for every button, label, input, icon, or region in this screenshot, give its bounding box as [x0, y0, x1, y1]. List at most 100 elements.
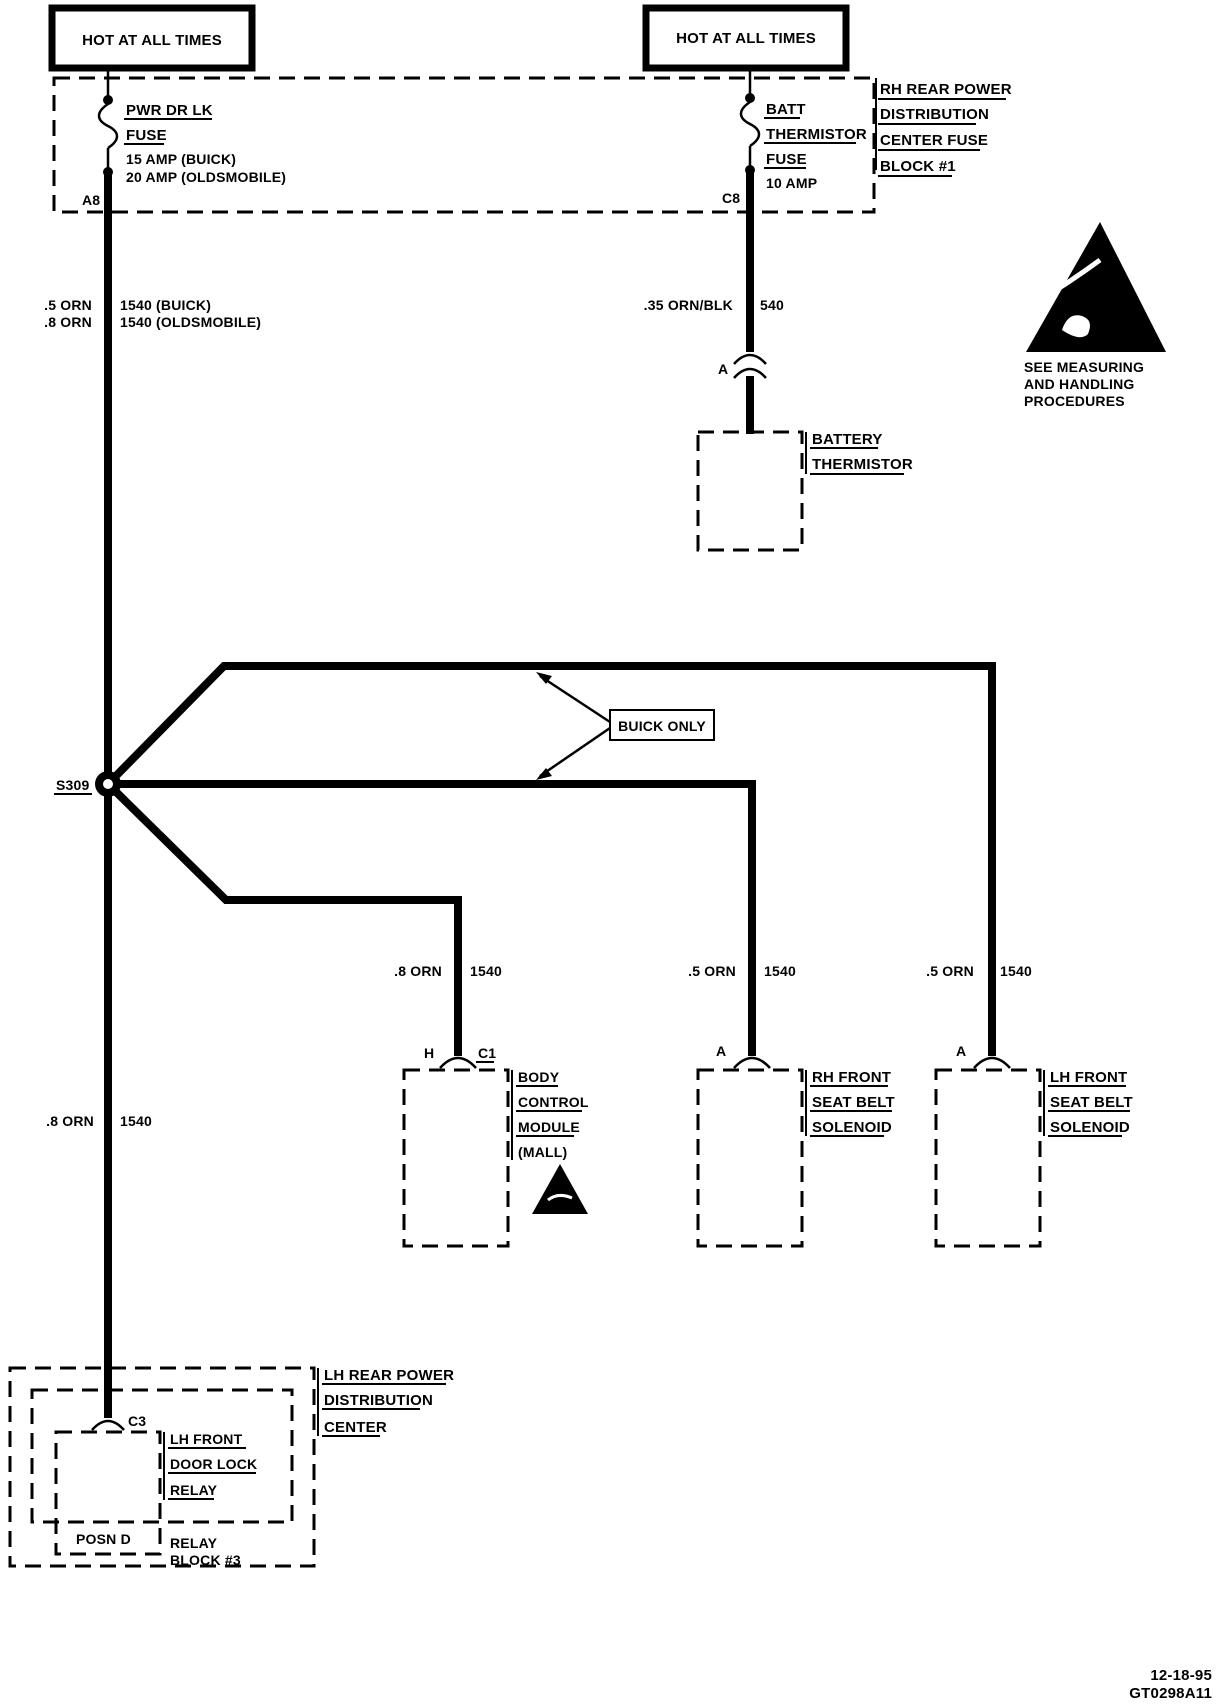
battery-thermistor-name-2: THERMISTOR [812, 456, 913, 473]
relay-center-name-2: DISTRIBUTION [324, 1392, 433, 1409]
fuse-block-name-1: RH REAR POWER [880, 81, 1012, 98]
main-wire-top-label: .5 ORN .8 ORN 1540 (BUICK) 1540 (OLDSMOB… [44, 297, 261, 330]
door-lock-relay-name-2: DOOR LOCK [170, 1456, 257, 1472]
thermistor-wire-circuit: 540 [760, 297, 784, 313]
bcm-name-2: CONTROL [518, 1094, 589, 1110]
bcm-connector-label: C1 [478, 1045, 496, 1061]
rh-belt-pin-label: A [716, 1043, 726, 1059]
fuse-left-name-1: PWR DR LK [126, 102, 213, 119]
buick-only-label: BUICK ONLY [618, 718, 706, 734]
fuse-block-name-4: BLOCK #1 [880, 158, 956, 175]
main-wire-size-oldsmobile: .8 ORN [44, 314, 92, 330]
fuse-left-name-2: FUSE [126, 127, 167, 144]
bcm-wire [105, 781, 462, 1056]
fuse-block-name-2: DISTRIBUTION [880, 106, 989, 123]
splice-id: S309 [56, 777, 90, 793]
bcm-name-4: (MALL) [518, 1144, 567, 1160]
rh-belt-name-3: SOLENOID [812, 1119, 892, 1136]
fuse-left-terminal: A8 [82, 192, 100, 208]
lh-belt-connector: A [956, 1043, 1011, 1069]
bcm-name-3: MODULE [518, 1119, 580, 1135]
rh-belt-name-2: SEAT BELT [812, 1094, 895, 1111]
thermistor-pin-label: A [718, 361, 728, 377]
main-wire-size-buick: .5 ORN [44, 297, 92, 313]
footer-date: 12-18-95 [1150, 1667, 1212, 1684]
power-source-left: HOT AT ALL TIMES [48, 4, 256, 72]
power-source-left-label: HOT AT ALL TIMES [82, 32, 222, 49]
thermistor-connector-a: A [718, 353, 767, 379]
fuse-right-terminal: C8 [722, 190, 740, 206]
fuse-left-rating-oldsmobile: 20 AMP (OLDSMOBILE) [126, 169, 286, 185]
power-source-right: HOT AT ALL TIMES [642, 4, 850, 72]
lh-belt-box [934, 1068, 1042, 1248]
relay-center-label: LH REAR POWER DISTRIBUTION CENTER [317, 1367, 454, 1437]
door-lock-relay-name-3: RELAY [170, 1482, 218, 1498]
lh-belt-wire-size: .5 ORN [926, 963, 974, 979]
door-lock-relay-box [54, 1430, 162, 1556]
esd-note-line-3: PROCEDURES [1024, 393, 1125, 409]
rh-belt-box [696, 1068, 804, 1248]
fuse-right-name-2: THERMISTOR [766, 126, 867, 143]
lh-belt-pin-label: A [956, 1043, 966, 1059]
batt-thermistor-fuse: BATT THERMISTOR FUSE 10 AMP C8 [722, 68, 867, 206]
power-source-right-label: HOT AT ALL TIMES [676, 30, 816, 47]
footer-code: GT0298A11 [1129, 1685, 1212, 1702]
rh-belt-wire-circuit: 1540 [764, 963, 796, 979]
bcm-pin-label: H [424, 1045, 434, 1061]
rh-belt-name-1: RH FRONT [812, 1069, 891, 1086]
rh-belt-label: RH FRONT SEAT BELT SOLENOID [805, 1069, 895, 1137]
esd-note: SEE MEASURING AND HANDLING PROCEDURES [1024, 359, 1144, 409]
lh-belt-name-2: SEAT BELT [1050, 1094, 1133, 1111]
bcm-esd-icon [532, 1164, 588, 1214]
relay-block-name-1: RELAY [170, 1535, 218, 1551]
fuse-right-name-1: BATT [766, 101, 806, 118]
fuse-block-outline [52, 76, 876, 214]
bcm-wire-size: .8 ORN [394, 963, 442, 979]
battery-thermistor-label: BATTERY THERMISTOR [805, 431, 913, 475]
battery-thermistor-box [696, 430, 804, 552]
door-lock-relay-connector: C3 [91, 1413, 146, 1431]
bcm-connector: H C1 [424, 1045, 496, 1069]
splice-label: S309 [54, 777, 92, 795]
battery-thermistor-name-1: BATTERY [812, 431, 883, 448]
main-wire-circuit-buick: 1540 (BUICK) [120, 297, 211, 313]
rh-belt-wire-size: .5 ORN [688, 963, 736, 979]
bcm-label: BODY CONTROL MODULE (MALL) [511, 1069, 589, 1160]
esd-warning-icon [1026, 222, 1166, 352]
relay-center-outline [8, 1366, 316, 1568]
main-wire-bottom-circuit: 1540 [120, 1113, 152, 1129]
lh-belt-name-3: SOLENOID [1050, 1119, 1130, 1136]
lh-belt-wire [105, 662, 996, 1056]
relay-center-name-3: CENTER [324, 1419, 387, 1436]
bcm-wire-circuit: 1540 [470, 963, 502, 979]
relay-block-outline [30, 1388, 294, 1524]
splice-dot-center [103, 779, 113, 789]
door-lock-relay-connector-label: C3 [128, 1413, 146, 1429]
lh-belt-label: LH FRONT SEAT BELT SOLENOID [1043, 1069, 1133, 1137]
lh-belt-name-1: LH FRONT [1050, 1069, 1127, 1086]
rh-belt-wire [108, 780, 756, 1056]
fuse-block-label: RH REAR POWER DISTRIBUTION CENTER FUSE B… [875, 78, 1012, 177]
fuse-right-rating: 10 AMP [766, 175, 817, 191]
door-lock-relay-position: POSN D [76, 1531, 131, 1547]
main-wire-circuit-oldsmobile: 1540 (OLDSMOBILE) [120, 314, 261, 330]
relay-block-name-2: BLOCK #3 [170, 1552, 241, 1568]
esd-note-line-2: AND HANDLING [1024, 376, 1135, 392]
main-wire-bottom-label: .8 ORN 1540 [46, 1113, 152, 1129]
fuse-right-name-3: FUSE [766, 151, 807, 168]
lh-belt-wire-circuit: 1540 [1000, 963, 1032, 979]
rh-belt-connector: A [716, 1043, 771, 1069]
fuse-left-rating-buick: 15 AMP (BUICK) [126, 151, 236, 167]
door-lock-relay-name-1: LH FRONT [170, 1431, 243, 1447]
main-wire-bottom-size: .8 ORN [46, 1113, 94, 1129]
bcm-name-1: BODY [518, 1069, 560, 1085]
thermistor-wire-size: .35 ORN/BLK [644, 297, 733, 313]
relay-center-name-1: LH REAR POWER [324, 1367, 454, 1384]
bcm-box [402, 1068, 510, 1248]
esd-note-line-1: SEE MEASURING [1024, 359, 1144, 375]
door-lock-relay-label: LH FRONT DOOR LOCK RELAY [163, 1431, 257, 1500]
fuse-block-name-3: CENTER FUSE [880, 132, 988, 149]
buick-only-callout: BUICK ONLY [536, 672, 715, 780]
pwr-dr-lk-fuse: PWR DR LK FUSE 15 AMP (BUICK) 20 AMP (OL… [82, 68, 286, 208]
